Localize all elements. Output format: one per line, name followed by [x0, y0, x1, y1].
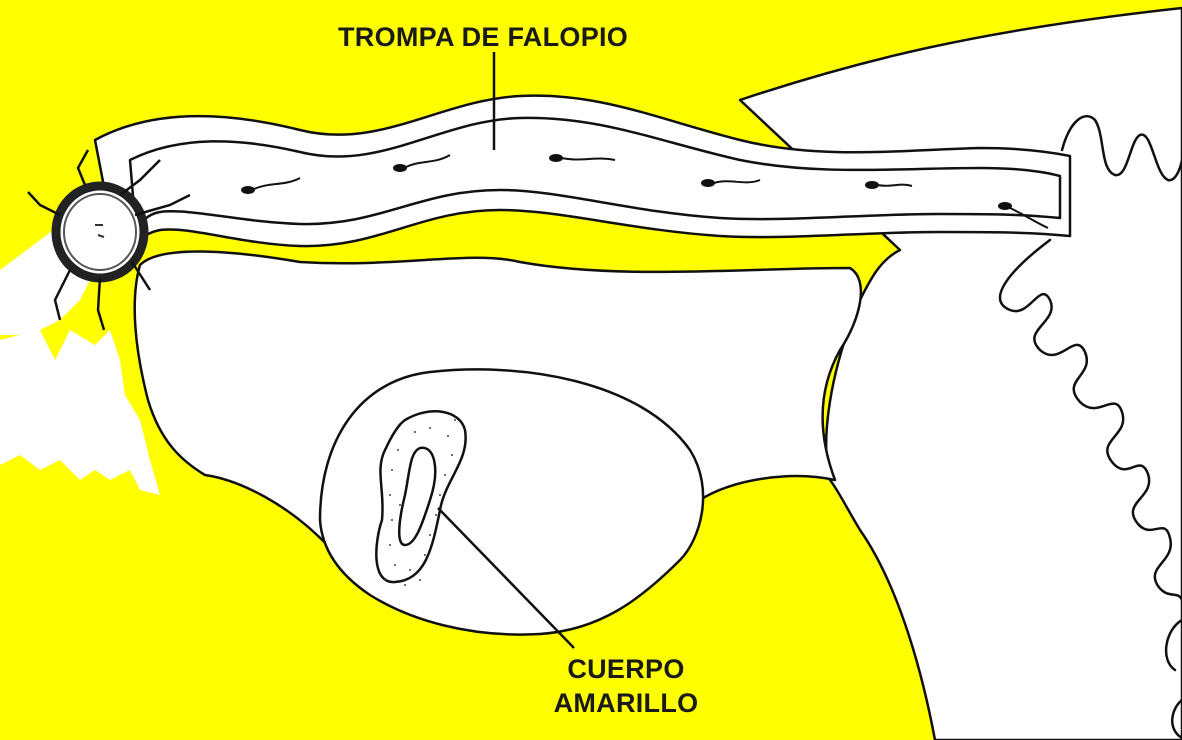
corpus-luteum-capsule: [320, 369, 703, 634]
label-corpus-luteum-line1: CUERPO: [536, 652, 716, 686]
label-fallopian-tube: TROMPA DE FALOPIO: [338, 20, 628, 54]
label-corpus-luteum-line2: AMARILLO: [536, 686, 716, 720]
label-corpus-luteum: CUERPO AMARILLO: [536, 652, 716, 720]
